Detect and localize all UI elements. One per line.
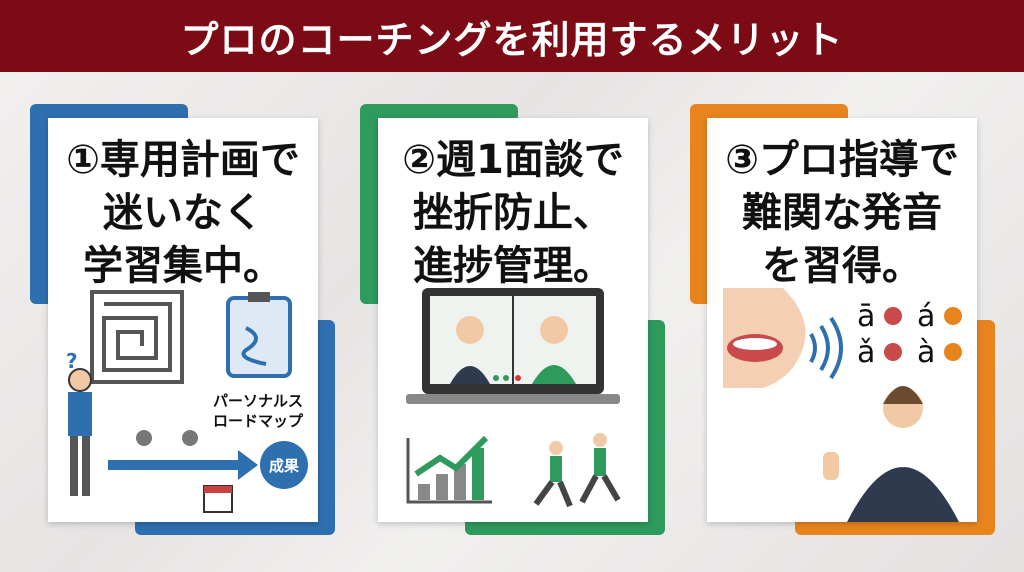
benefit-card-pronunciation: ③プロ指導で 難関な発音 を習得。 ā á ǎ à <box>707 118 977 522</box>
heading-line: 難関な発音 <box>742 190 942 236</box>
svg-text:?: ? <box>66 349 78 373</box>
student-avatar <box>532 316 576 384</box>
coach-with-headset-icon <box>823 386 959 522</box>
heading-line: 進捗管理。 <box>413 243 613 289</box>
card-heading: ③プロ指導で 難関な発音 を習得。 <box>707 134 977 293</box>
growth-chart-icon <box>406 435 492 504</box>
pronunciation-illustration: ā á ǎ à <box>723 288 962 522</box>
person-icon: ? <box>66 349 92 496</box>
heading-line: 迷いなく <box>103 190 263 236</box>
tone-marks: ā á ǎ à <box>857 299 935 370</box>
runners-icon <box>533 433 621 508</box>
heading-line: 学習集中。 <box>83 243 283 289</box>
timeline-arrow <box>108 460 238 470</box>
sound-waves-icon <box>809 316 843 380</box>
benefit-card-meeting: ②週1面談で 挫折防止、 進捗管理。 <box>378 118 648 522</box>
check-icon <box>884 307 962 361</box>
goal-label: 成果 <box>269 457 300 475</box>
maze-icon <box>90 290 184 384</box>
card-heading: ①専用計画で 迷いなく 学習集中。 <box>48 134 318 293</box>
video-call-illustration <box>406 288 621 508</box>
goal-badge <box>260 441 308 489</box>
title-bar: プロのコーチングを利用するメリット <box>0 0 1024 72</box>
calendar-icon <box>203 485 233 513</box>
map-pin-icon <box>136 430 198 446</box>
roadmap-label: ロードマップ <box>213 412 304 430</box>
laptop-icon <box>406 288 620 404</box>
roadmap-label: パーソナルス <box>213 392 303 410</box>
heading-line: ①専用計画で <box>66 137 300 183</box>
mouth-icon <box>723 288 806 388</box>
heading-line: 挫折防止、 <box>413 190 613 236</box>
heading-line: を習得。 <box>762 243 922 289</box>
tone-second: á <box>917 299 935 334</box>
heading-line: ③プロ指導で <box>725 137 959 183</box>
tone-fourth: à <box>917 335 935 370</box>
benefit-card-plan: ①専用計画で 迷いなく 学習集中。 パーソナルス ロードマップ ? 成果 <box>48 118 318 522</box>
tone-third: ǎ <box>857 335 875 370</box>
card-heading: ②週1面談で 挫折防止、 進捗管理。 <box>378 134 648 293</box>
heading-line: ②週1面談で <box>402 137 624 183</box>
tone-first: ā <box>857 299 875 334</box>
coach-avatar <box>450 316 490 384</box>
call-controls-icon <box>493 375 521 381</box>
page-title: プロのコーチングを利用するメリット <box>180 17 844 62</box>
roadmap-illustration: パーソナルス ロードマップ ? 成果 <box>66 290 308 513</box>
clipboard-icon <box>226 292 292 378</box>
